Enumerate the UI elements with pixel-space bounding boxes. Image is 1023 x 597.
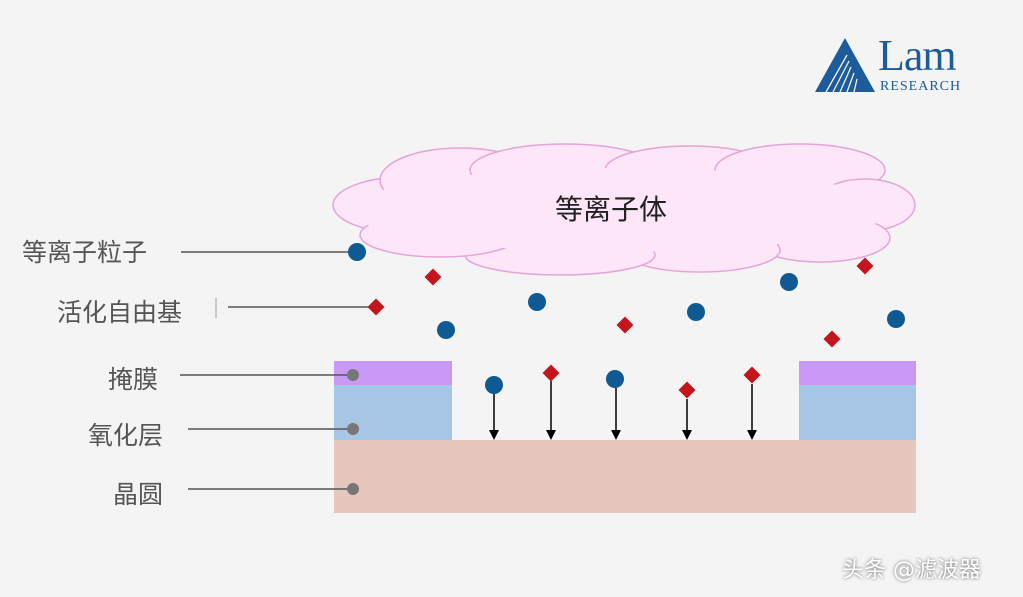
cloud-label: 等离子体 xyxy=(555,188,667,228)
ion-particle xyxy=(606,370,624,388)
ion-particle xyxy=(687,303,705,321)
leader-dot-oxide xyxy=(347,423,359,435)
ion-particle xyxy=(348,243,366,261)
ion-particle xyxy=(485,376,503,394)
oxide-layer-right xyxy=(799,384,916,440)
label-radical: 活化自由基 xyxy=(57,293,182,329)
label-plasma-particle: 等离子粒子 xyxy=(22,233,147,269)
ion-particle xyxy=(780,273,798,291)
radical-particle xyxy=(679,382,696,399)
wafer-layer xyxy=(334,440,916,513)
watermark: 头条 @滤波器 xyxy=(842,552,981,584)
radical-particle xyxy=(744,367,761,384)
radical-particle xyxy=(543,365,560,382)
label-oxide: 氧化层 xyxy=(88,416,163,452)
logo-name: Lam xyxy=(878,30,956,81)
ion-particle xyxy=(437,321,455,339)
mask-layer-right xyxy=(799,361,916,385)
logo-subtitle: RESEARCH xyxy=(880,79,961,95)
ion-particle xyxy=(887,310,905,328)
radical-particle xyxy=(425,269,442,286)
lam-logo-icon xyxy=(815,38,875,92)
leader-dot-mask xyxy=(347,369,359,381)
leader-dot-wafer xyxy=(347,483,359,495)
label-wafer: 晶圆 xyxy=(113,475,163,511)
label-mask: 掩膜 xyxy=(108,360,158,396)
radical-particle xyxy=(617,317,634,334)
radical-particle xyxy=(368,299,385,316)
radical-particle xyxy=(857,258,874,275)
radical-particle xyxy=(824,331,841,348)
ion-particle xyxy=(528,293,546,311)
